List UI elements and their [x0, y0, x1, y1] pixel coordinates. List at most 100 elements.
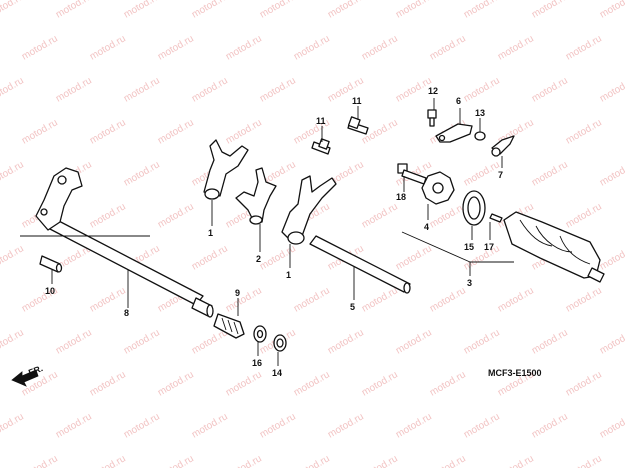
- watermark-text: motod.ru: [530, 0, 570, 21]
- bearing: [462, 190, 486, 226]
- callout-labels: 1 1 2 3 4 5 6 7 8 9 10 11 11 12 13 14 15…: [45, 86, 503, 378]
- watermark-text: motod.ru: [20, 33, 60, 62]
- watermark-text: motod.ru: [190, 0, 230, 21]
- bolt-11-right: [347, 116, 369, 135]
- watermark-text: motod.ru: [224, 453, 264, 468]
- watermark-text: motod.ru: [394, 411, 434, 440]
- watermark-text: motod.ru: [258, 0, 298, 21]
- watermark-text: motod.ru: [462, 411, 502, 440]
- watermark-text: motod.ru: [54, 327, 94, 356]
- watermark-text: motod.ru: [360, 285, 400, 314]
- bolt-11-left: [311, 138, 331, 155]
- watermark-text: motod.ru: [156, 453, 196, 468]
- watermark-text: motod.ru: [530, 327, 570, 356]
- watermark-text: motod.ru: [88, 33, 128, 62]
- watermark-text: motod.ru: [258, 243, 298, 272]
- watermark-text: motod.ru: [156, 33, 196, 62]
- washer-hole: [256, 329, 264, 339]
- watermark-text: motod.ru: [428, 453, 468, 468]
- shift-drum-center: [421, 171, 455, 205]
- callout-3: 3: [467, 278, 472, 288]
- watermark-text: motod.ru: [224, 369, 264, 398]
- watermark-text: motod.ru: [496, 285, 536, 314]
- watermark-text: motod.ru: [0, 0, 26, 21]
- callout-17: 17: [484, 242, 494, 252]
- return-spring: [213, 313, 245, 339]
- watermark-text: motod.ru: [224, 117, 264, 146]
- watermark-text: motod.ru: [360, 369, 400, 398]
- watermark-text: motod.ru: [258, 411, 298, 440]
- watermark-text: motod.ru: [564, 285, 604, 314]
- watermark-text: motod.ru: [564, 453, 604, 468]
- watermark-text: motod.ru: [496, 33, 536, 62]
- watermark-text: motod.ru: [156, 201, 196, 230]
- watermark-text: motod.ru: [326, 0, 366, 21]
- watermark-text: motod.ru: [394, 327, 434, 356]
- watermark-text: motod.ru: [0, 327, 26, 356]
- watermark-text: motod.ru: [598, 243, 625, 272]
- watermark-text: motod.ru: [122, 159, 162, 188]
- watermark-text: motod.ru: [156, 369, 196, 398]
- watermark-text: motod.ru: [360, 201, 400, 230]
- watermark-text: motod.ru: [598, 75, 625, 104]
- watermark-text: motod.ru: [224, 33, 264, 62]
- shift-fork-center: [235, 167, 277, 225]
- callout-4: 4: [424, 222, 429, 232]
- watermark-text: motod.ru: [122, 0, 162, 21]
- watermark-text: motod.ru: [224, 285, 264, 314]
- callout-5: 5: [350, 302, 355, 312]
- watermark-text: motod.ru: [598, 411, 625, 440]
- watermark-text: motod.ru: [88, 369, 128, 398]
- watermark-text: motod.ru: [0, 75, 26, 104]
- diagram-code: MCF3-E1500: [488, 368, 542, 378]
- shift-fork-shaft: [309, 235, 411, 294]
- callout-8: 8: [124, 308, 129, 318]
- callout-7: 7: [498, 170, 503, 180]
- watermark-text: motod.ru: [54, 0, 94, 21]
- stopper-spring: [491, 135, 515, 157]
- watermark-text: motod.ru: [462, 159, 502, 188]
- callout-12: 12: [428, 86, 438, 96]
- watermark-text: motod.ru: [598, 0, 625, 21]
- watermark-text: motod.ru: [360, 453, 400, 468]
- watermark-text: motod.ru: [462, 75, 502, 104]
- watermark-text: motod.ru: [122, 327, 162, 356]
- callout-15: 15: [464, 242, 474, 252]
- dowel-pin-17: [489, 213, 503, 223]
- shift-fork-right: [281, 175, 337, 245]
- watermark-text: motod.ru: [462, 0, 502, 21]
- callout-1a: 1: [208, 228, 213, 238]
- callout-10: 10: [45, 286, 55, 296]
- watermark-text: motod.ru: [156, 117, 196, 146]
- watermark-text: motod.ru: [326, 327, 366, 356]
- watermark-text: motod.ru: [564, 33, 604, 62]
- watermark-text: motod.ru: [428, 285, 468, 314]
- watermark-text: motod.ru: [292, 33, 332, 62]
- watermark-text: motod.ru: [0, 411, 26, 440]
- watermark-text: motod.ru: [20, 117, 60, 146]
- watermark-text: motod.ru: [292, 453, 332, 468]
- watermark-text: motod.ru: [598, 327, 625, 356]
- watermark-text: motod.ru: [54, 75, 94, 104]
- watermark-text: motod.ru: [598, 159, 625, 188]
- watermark-text: motod.ru: [88, 453, 128, 468]
- watermark-text: motod.ru: [428, 201, 468, 230]
- watermark-text: motod.ru: [462, 327, 502, 356]
- watermark-text: motod.ru: [360, 33, 400, 62]
- watermark-text: motod.ru: [428, 369, 468, 398]
- watermark-text: motod.ru: [394, 243, 434, 272]
- watermark-text: motod.ru: [292, 285, 332, 314]
- watermark-text: motod.ru: [428, 33, 468, 62]
- leader-lines: [20, 98, 514, 366]
- callout-11a: 11: [316, 116, 326, 126]
- bolt-12: [427, 109, 437, 127]
- stopper-arm: [435, 123, 473, 143]
- watermark-text: motod.ru: [496, 453, 536, 468]
- watermark-text: motod.ru: [88, 285, 128, 314]
- callout-13: 13: [475, 108, 485, 118]
- shift-fork-left: [203, 139, 249, 200]
- watermark-text: motod.ru: [0, 159, 26, 188]
- callout-18: 18: [396, 192, 406, 202]
- watermark-text: motod.ru: [564, 117, 604, 146]
